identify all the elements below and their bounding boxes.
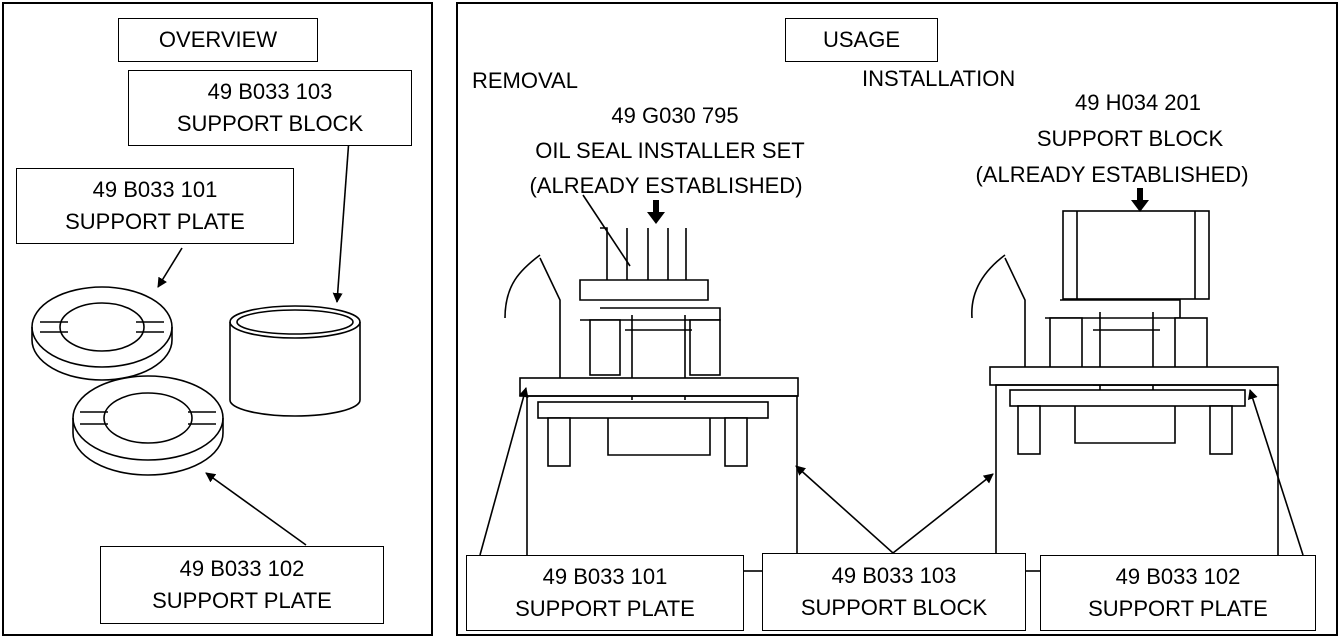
- part-name: SUPPORT PLATE: [515, 596, 695, 621]
- overview-title: OVERVIEW: [118, 18, 318, 62]
- part-number: 49 B033 103: [831, 563, 957, 588]
- part-number: 49 B033 102: [179, 556, 305, 581]
- installation-tool-note: (ALREADY ESTABLISHED): [975, 162, 1249, 187]
- installation-drawing: [971, 210, 1279, 572]
- overview-title-text: OVERVIEW: [158, 27, 278, 52]
- usage-title-text: USAGE: [822, 27, 901, 52]
- part-name: SUPPORT BLOCK: [800, 595, 988, 620]
- part-name: SUPPORT PLATE: [65, 209, 245, 234]
- part-number: 49 B033 101: [92, 177, 218, 202]
- part-name: SUPPORT BLOCK: [176, 111, 364, 136]
- part-number: 49 B033 102: [1115, 564, 1241, 589]
- removal-tool-part-number: 49 G030 795: [611, 103, 739, 128]
- usage-title: USAGE: [785, 18, 938, 62]
- overview-support-plate-101-label: 49 B033 101 SUPPORT PLATE: [16, 168, 294, 244]
- part-name: SUPPORT PLATE: [1088, 596, 1268, 621]
- overview-support-block-103-label: 49 B033 103 SUPPORT BLOCK: [128, 70, 412, 146]
- part-name: SUPPORT PLATE: [152, 588, 332, 613]
- support-block-103-drawing: [229, 305, 361, 417]
- leader-arrows: [157, 124, 1304, 556]
- support-plate-101-drawing: [31, 286, 173, 381]
- usage-support-block-103-label: 49 B033 103 SUPPORT BLOCK: [762, 553, 1026, 631]
- installation-tool-part-number: 49 H034 201: [1075, 90, 1201, 115]
- load-arrows: [647, 188, 1149, 224]
- support-plate-102-drawing: [72, 375, 224, 476]
- part-number: 49 B033 103: [207, 79, 333, 104]
- removal-label: REMOVAL: [472, 68, 578, 93]
- overview-support-plate-102-label: 49 B033 102 SUPPORT PLATE: [100, 546, 384, 624]
- usage-support-plate-101-label: 49 B033 101 SUPPORT PLATE: [466, 555, 744, 631]
- removal-tool-name: OIL SEAL INSTALLER SET: [535, 138, 805, 163]
- removal-drawing: [504, 227, 799, 572]
- removal-tool-note: (ALREADY ESTABLISHED): [529, 173, 803, 198]
- usage-support-plate-102-label: 49 B033 102 SUPPORT PLATE: [1040, 555, 1316, 631]
- part-number: 49 B033 101: [542, 564, 668, 589]
- installation-label: INSTALLATION: [862, 66, 1016, 91]
- installation-tool-name: SUPPORT BLOCK: [1036, 126, 1224, 151]
